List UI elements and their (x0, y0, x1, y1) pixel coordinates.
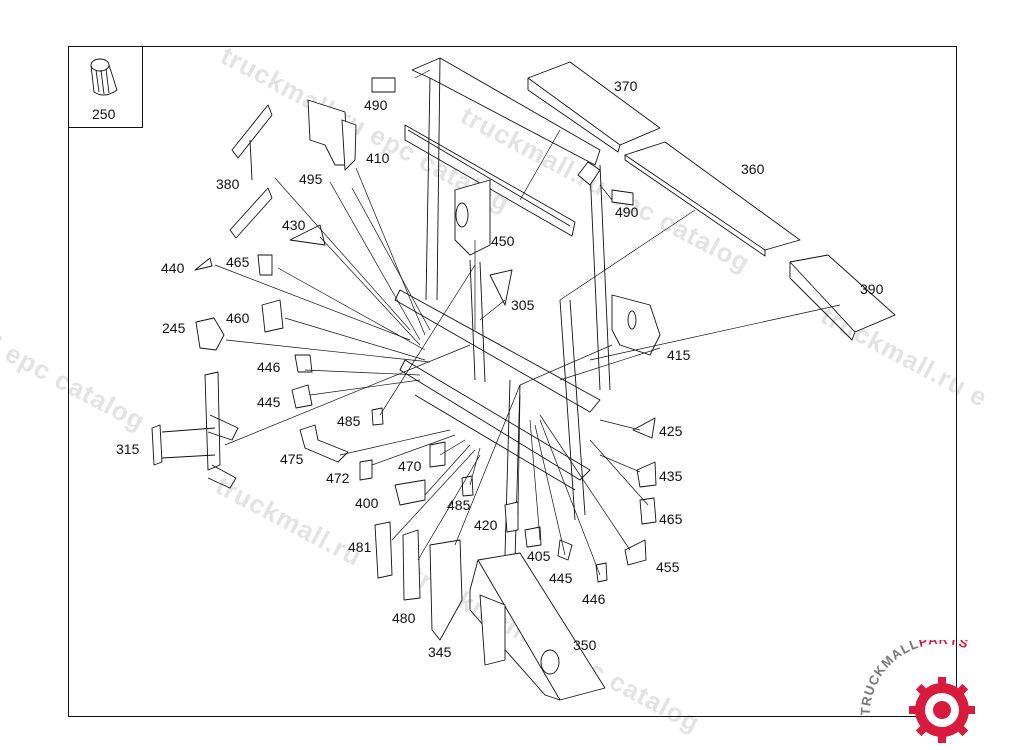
callout-405[interactable]: 405 (527, 548, 551, 564)
callout-430[interactable]: 430 (282, 217, 306, 233)
callout-415[interactable]: 415 (667, 347, 691, 363)
callout-420[interactable]: 420 (474, 517, 498, 533)
callout-380[interactable]: 380 (216, 176, 240, 192)
callout-440[interactable]: 440 (161, 260, 185, 276)
callout-315[interactable]: 315 (116, 441, 140, 457)
callout-445[interactable]: 445 (549, 570, 573, 586)
truckmall-parts-logo: TRUCKMALLPARTS (858, 640, 975, 743)
callout-472[interactable]: 472 (326, 470, 350, 486)
callout-450[interactable]: 450 (491, 233, 515, 249)
callout-410[interactable]: 410 (366, 150, 390, 166)
callout-446[interactable]: 446 (582, 591, 606, 607)
callout-345[interactable]: 345 (428, 644, 452, 660)
inset-box (68, 46, 143, 128)
callout-425[interactable]: 425 (659, 423, 683, 439)
callout-460[interactable]: 460 (226, 310, 250, 326)
inset-label-250: 250 (92, 106, 116, 122)
callout-485[interactable]: 485 (337, 413, 361, 429)
callout-435[interactable]: 435 (659, 468, 683, 484)
callout-485[interactable]: 485 (447, 497, 471, 513)
callout-495[interactable]: 495 (299, 171, 323, 187)
callout-245[interactable]: 245 (162, 320, 186, 336)
callout-465[interactable]: 465 (226, 254, 250, 270)
callout-446[interactable]: 446 (257, 359, 281, 375)
callout-305[interactable]: 305 (511, 297, 535, 313)
part-250-cylinder (90, 58, 118, 96)
callout-445[interactable]: 445 (257, 394, 281, 410)
callout-390[interactable]: 390 (860, 281, 884, 297)
callout-490[interactable]: 490 (615, 204, 639, 220)
callout-455[interactable]: 455 (656, 559, 680, 575)
callout-360[interactable]: 360 (741, 161, 765, 177)
callout-490[interactable]: 490 (364, 97, 388, 113)
callout-370[interactable]: 370 (614, 78, 638, 94)
callout-470[interactable]: 470 (398, 458, 422, 474)
callout-400[interactable]: 400 (355, 495, 379, 511)
callout-465[interactable]: 465 (659, 511, 683, 527)
diagram-frame (68, 46, 957, 717)
callout-481[interactable]: 481 (348, 539, 372, 555)
callout-480[interactable]: 480 (392, 610, 416, 626)
callout-350[interactable]: 350 (573, 637, 597, 653)
callout-475[interactable]: 475 (280, 451, 304, 467)
